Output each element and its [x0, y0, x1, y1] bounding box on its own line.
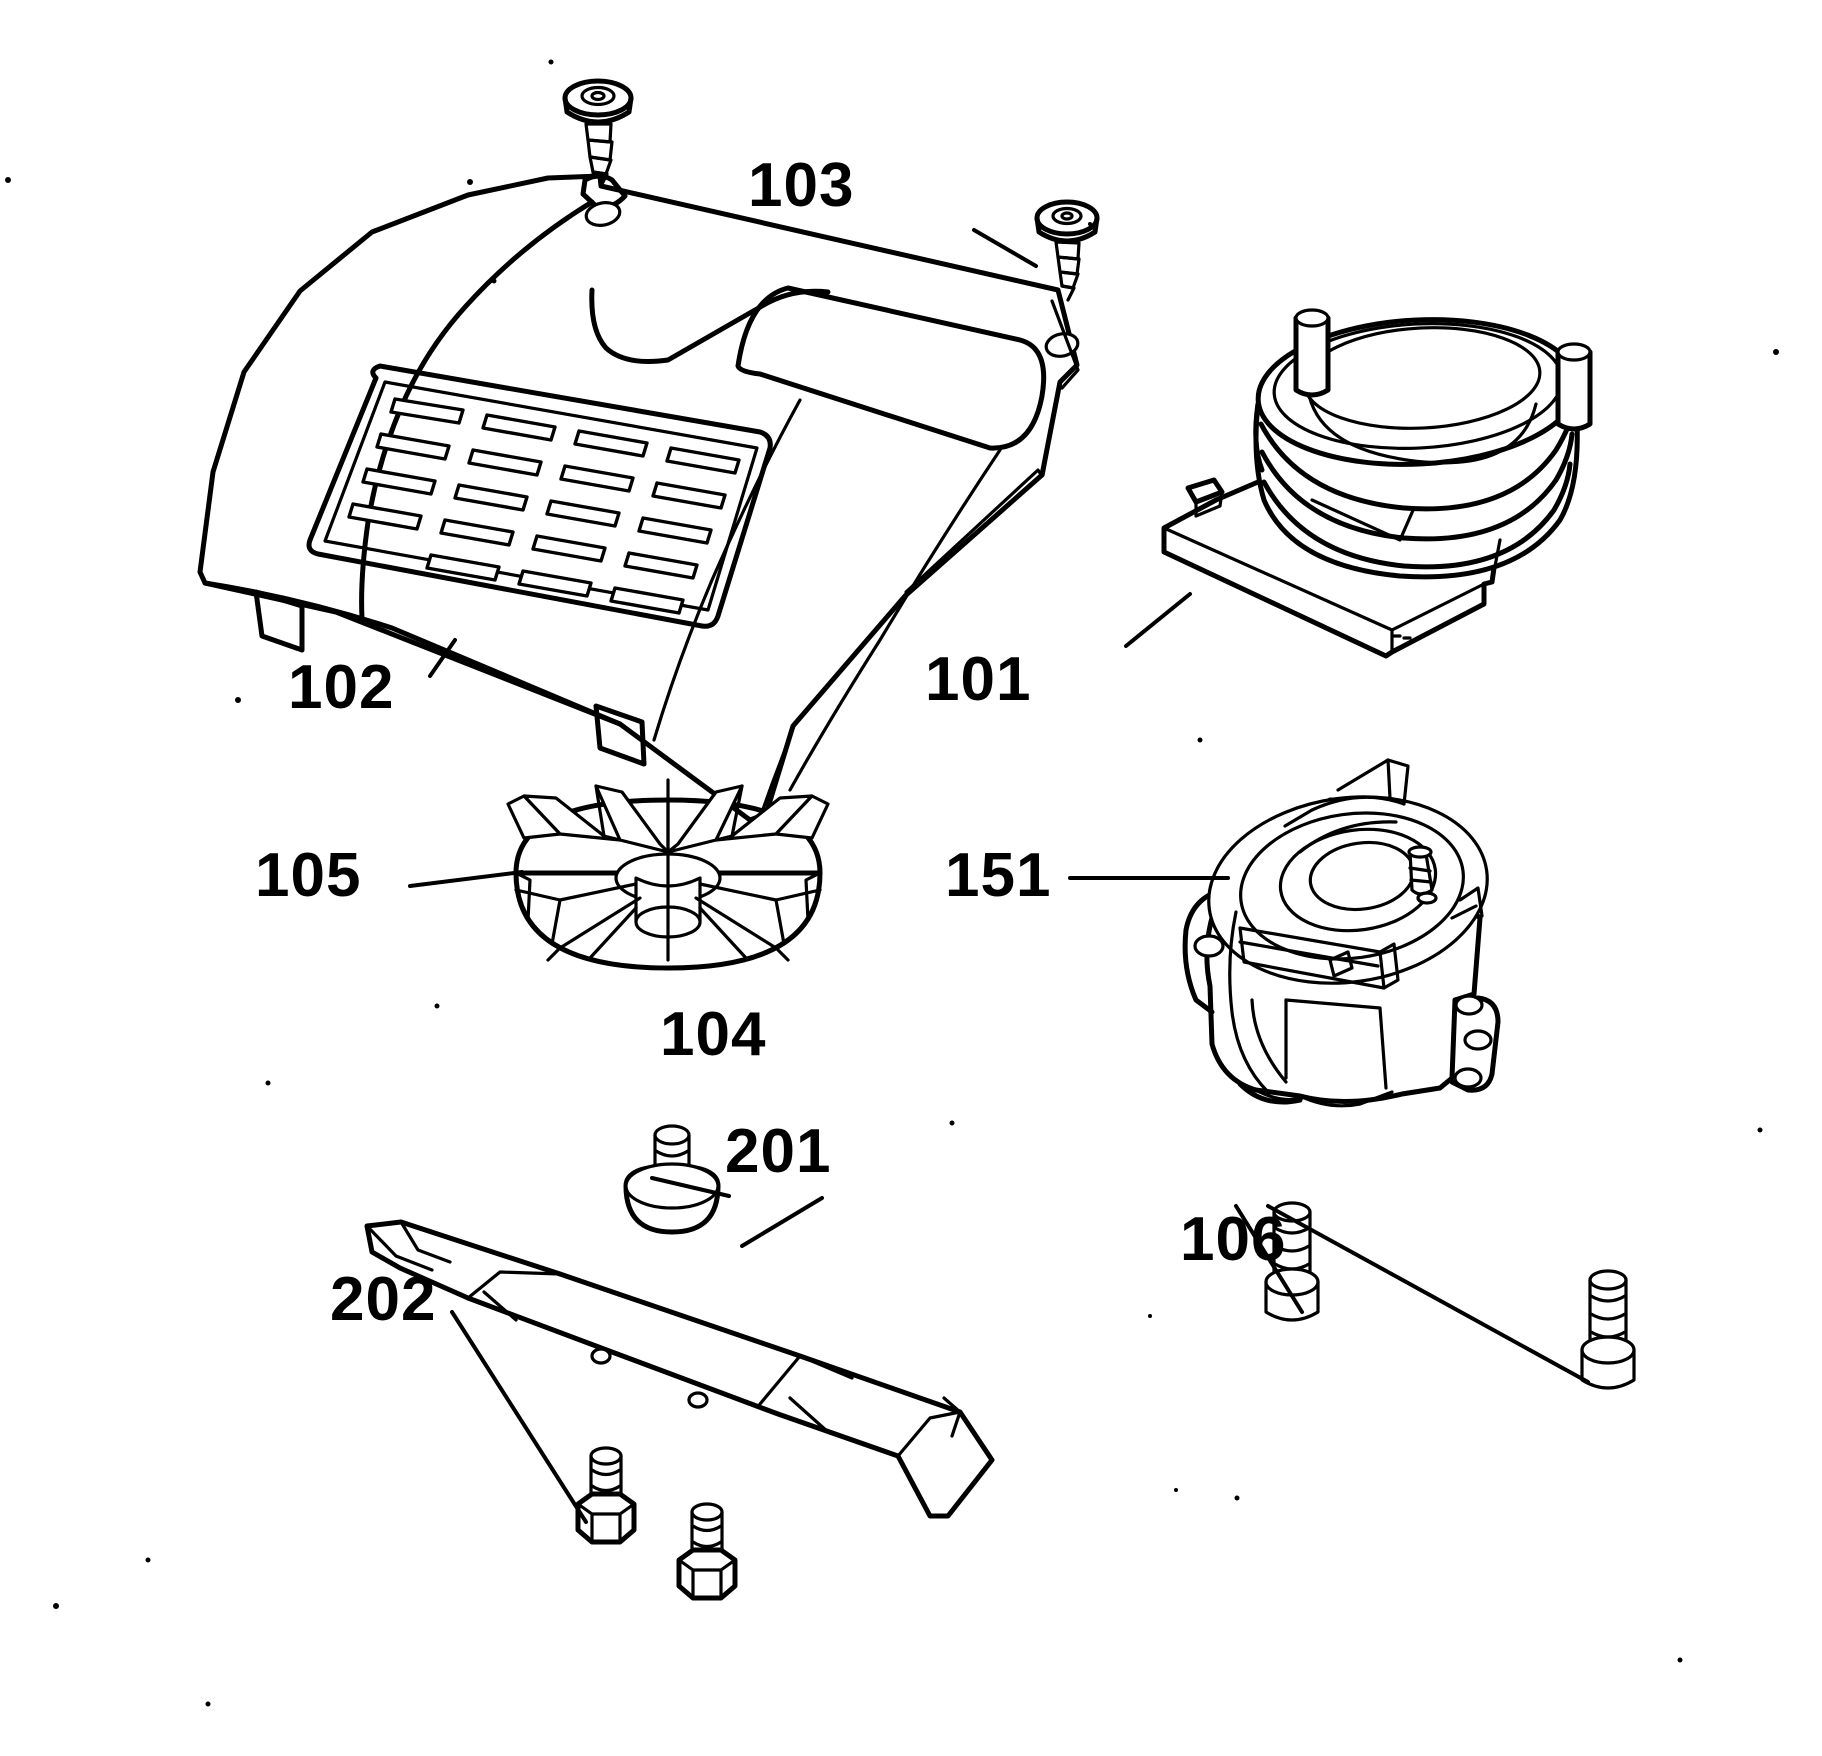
callout-label-104: 104 — [660, 1000, 766, 1069]
leader-lines — [408, 228, 1590, 1524]
leader-202 — [450, 1310, 588, 1524]
part-blade-bolt-right — [676, 1502, 738, 1601]
callout-label-105: 105 — [255, 841, 361, 910]
callout-label-106: 106 — [1180, 1205, 1286, 1274]
part-engine-cover-shroud — [197, 173, 1080, 823]
part-fan-retaining-bolt — [623, 1124, 721, 1235]
part-cooling-fan-impeller — [506, 778, 830, 971]
part-motor-assembly — [1182, 758, 1501, 1108]
vent-grille — [306, 363, 773, 629]
callout-label-202: 202 — [330, 1265, 436, 1334]
part-cutting-blade — [364, 1219, 995, 1519]
callout-label-101: 101 — [925, 645, 1031, 714]
part-motor-bolt-left — [1264, 1201, 1320, 1322]
leader-102 — [428, 638, 457, 678]
alignment-pin-left — [1293, 308, 1331, 398]
callout-label-201: 201 — [725, 1117, 831, 1186]
part-blower-housing-duct — [1161, 308, 1593, 659]
part-cover-screw-right — [1034, 199, 1100, 302]
leader-101 — [1124, 592, 1192, 648]
alignment-pin-right — [1555, 342, 1593, 432]
leader-106b — [1266, 1204, 1590, 1384]
scan-speckles — [5, 59, 1779, 1707]
leader-201 — [740, 1196, 824, 1248]
part-motor-bolt-right — [1580, 1269, 1636, 1390]
leader-105 — [408, 870, 524, 888]
part-blade-bolt-left — [575, 1446, 637, 1545]
leader-104 — [650, 1176, 731, 1198]
callout-label-102: 102 — [288, 653, 394, 722]
leader-103 — [972, 228, 1038, 268]
callout-label-103: 103 — [748, 151, 854, 220]
leader-106a — [1234, 1204, 1304, 1314]
callout-label-151: 151 — [945, 841, 1051, 910]
